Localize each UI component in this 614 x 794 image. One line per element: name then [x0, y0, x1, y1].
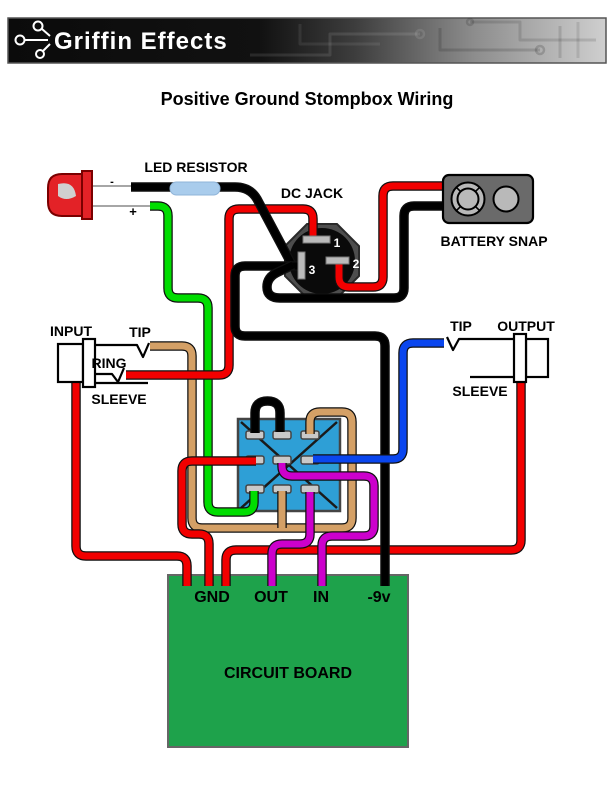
- dc-jack-label: DC JACK: [281, 185, 343, 201]
- board-neg9v-label: -9v: [367, 589, 390, 606]
- dc-jack-pin1-terminal: [302, 235, 331, 244]
- led-highlight: [58, 183, 76, 199]
- lug-bottom-right: [300, 484, 320, 494]
- lug-top-middle: [272, 430, 292, 440]
- dc-jack-pin2-number: 2: [353, 257, 360, 271]
- led-plus-label: +: [129, 204, 137, 219]
- led-flange: [81, 170, 93, 220]
- battery-snap-terminal-large-inner: [456, 187, 480, 211]
- led: [47, 170, 93, 220]
- output-sleeve-label: SLEEVE: [452, 383, 507, 399]
- wire-led-resistor-to-dc-pin3: [131, 187, 291, 263]
- input-sleeve-label: SLEEVE: [91, 391, 146, 407]
- input-label: INPUT: [50, 323, 92, 339]
- battery-snap-label: BATTERY SNAP: [440, 233, 547, 249]
- input-jack: [56, 337, 151, 389]
- board-out-label: OUT: [254, 589, 288, 606]
- page-title: Positive Ground Stompbox Wiring: [161, 89, 454, 109]
- logo-text: Griffin Effects: [54, 28, 228, 55]
- led-resistor-label: LED RESISTOR: [144, 159, 247, 175]
- wire-input-sleeve-to-gnd: [76, 380, 187, 586]
- dc-jack-pin3-terminal: [297, 251, 306, 280]
- input-jack-ring-contact: [95, 367, 126, 384]
- board-in-label: IN: [313, 589, 329, 606]
- battery-snap: [441, 173, 535, 225]
- output-jack-barrel: [524, 337, 550, 379]
- circuit-board: [167, 574, 409, 748]
- board-gnd-label: GND: [194, 589, 230, 606]
- output-jack: [446, 332, 550, 384]
- griffin-effects-logo-icon: [14, 20, 51, 59]
- circuit-trace-decoration: [250, 17, 596, 58]
- output-label: OUTPUT: [497, 318, 555, 334]
- circuit-board-label: CIRCUIT BOARD: [224, 665, 352, 682]
- output-jack-washer: [512, 332, 528, 384]
- input-tip-label: TIP: [129, 324, 151, 340]
- header-banner: Griffin Effects: [7, 17, 607, 64]
- lug-middle-center: [272, 455, 292, 465]
- header-background: [7, 17, 607, 64]
- output-tip-label: TIP: [450, 318, 472, 334]
- dc-jack-pin3-number: 3: [309, 263, 316, 277]
- output-jack-tip-contact: [446, 336, 514, 352]
- component-labels: LED RESISTOR DC JACK BATTERY SNAP INPUT …: [50, 159, 555, 682]
- input-jack-barrel: [56, 342, 85, 384]
- input-ring-label: RING: [92, 355, 127, 371]
- input-jack-tip-contact: [95, 342, 151, 359]
- input-jack-washer: [81, 337, 97, 389]
- led-minus-label: -: [110, 176, 114, 188]
- dc-jack-pin2-terminal: [325, 256, 350, 265]
- dc-jack-pin1-number: 1: [334, 236, 341, 250]
- resistor-body: [169, 181, 221, 196]
- battery-snap-terminal-small: [492, 185, 520, 213]
- dc-jack-pins: 1 2 3: [297, 235, 360, 280]
